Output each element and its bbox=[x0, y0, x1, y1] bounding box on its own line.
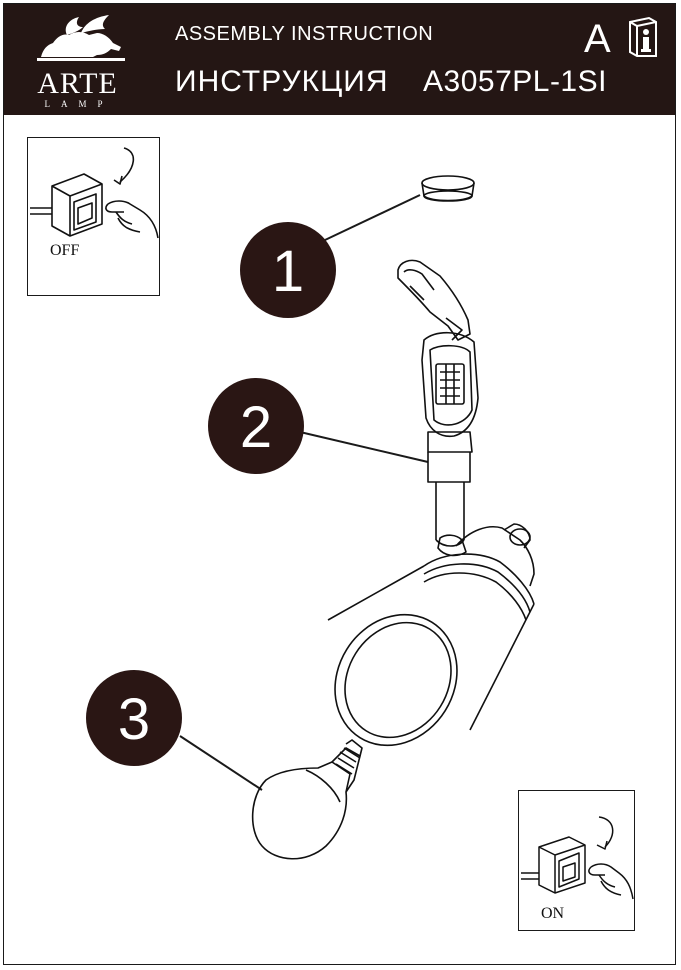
leader-line-2 bbox=[299, 431, 429, 463]
title-english: ASSEMBLY INSTRUCTION bbox=[175, 23, 434, 45]
leader-line-1 bbox=[324, 194, 421, 241]
leader-line-3 bbox=[179, 735, 263, 791]
step-number-3: 3 bbox=[118, 687, 150, 752]
header-bar: ARTE LAMP ASSEMBLY INSTRUCTION ИНСТРУКЦИ… bbox=[3, 3, 676, 115]
step-callout-2: 2 bbox=[208, 378, 304, 474]
switch-on-label: ON bbox=[541, 905, 565, 922]
brand-subtitle: LAMP bbox=[44, 99, 114, 109]
hand-switch-on-icon bbox=[521, 816, 634, 900]
step-number-1: 1 bbox=[272, 239, 304, 304]
switch-off-panel: OFF bbox=[27, 137, 160, 296]
griffin-logo-icon bbox=[37, 15, 125, 61]
brand-name: ARTE bbox=[37, 67, 118, 100]
book-info-icon bbox=[629, 16, 657, 57]
switch-on-panel: ON bbox=[518, 790, 635, 931]
model-number: A3057PL-1SI bbox=[423, 65, 607, 98]
cap-ring bbox=[421, 175, 475, 202]
step-callout-1: 1 bbox=[240, 222, 336, 318]
hand-switch-off-icon bbox=[30, 147, 159, 239]
track-adapter bbox=[397, 259, 479, 547]
spotlight-head bbox=[327, 523, 535, 747]
page-border bbox=[3, 3, 676, 965]
step-callout-3: 3 bbox=[86, 670, 182, 766]
light-bulb bbox=[251, 739, 363, 860]
title-russian: ИНСТРУКЦИЯ bbox=[175, 65, 389, 98]
step-number-2: 2 bbox=[240, 395, 272, 460]
language-letter: A bbox=[584, 17, 611, 61]
switch-off-label: OFF bbox=[50, 242, 80, 259]
